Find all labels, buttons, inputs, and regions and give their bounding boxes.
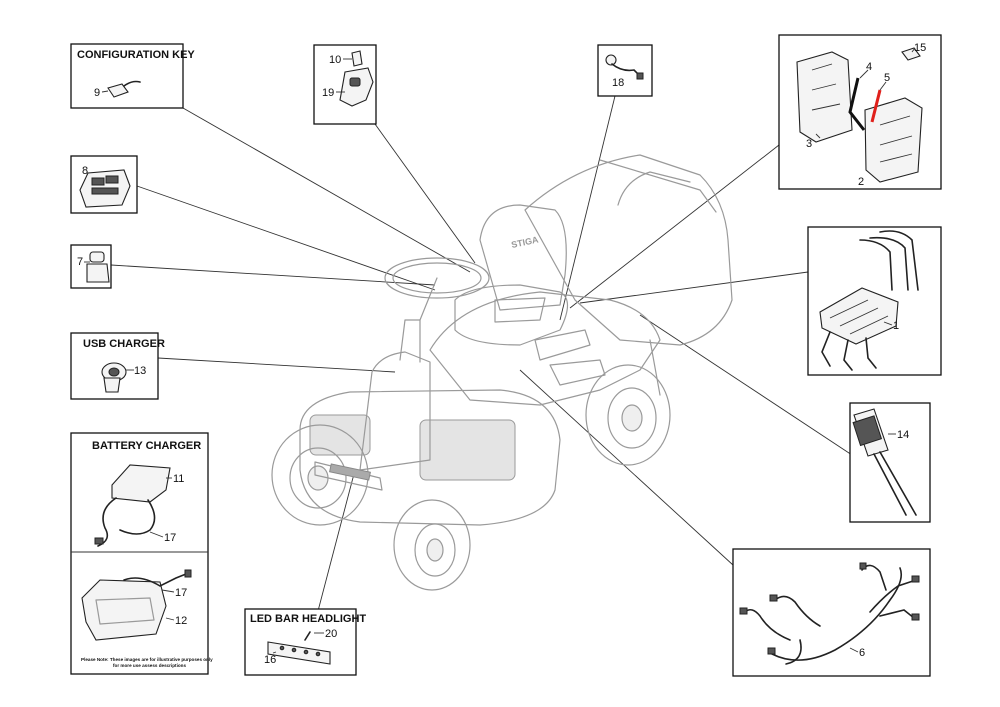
- callout-18: 18: [612, 77, 624, 89]
- illustrative-note-line1: Please Note: These images are for illust…: [81, 657, 213, 662]
- callout-11: 11: [173, 473, 184, 485]
- callout-3: 3: [806, 138, 812, 150]
- part-18-connector: [605, 54, 617, 66]
- box-controller: 1: [807, 226, 942, 376]
- battery-3-part: [796, 51, 853, 143]
- box-usb-charger: USB CHARGER 13: [70, 332, 165, 400]
- usb-charger-title: USB CHARGER: [83, 338, 165, 350]
- led-bar-headlight-title: LED BAR HEADLIGHT: [250, 613, 366, 625]
- part-7-body: [86, 263, 110, 283]
- callout-9: 9: [94, 87, 100, 99]
- box-led-bar-headlight: LED BAR HEADLIGHT 20 16: [244, 608, 366, 676]
- ignition-switch-part: [339, 67, 374, 107]
- battery-cable-4: [848, 77, 866, 131]
- battery-clip-15: [901, 47, 921, 61]
- box-batteries: 15 4 5 3 2: [778, 34, 942, 190]
- box-battery-charger: BATTERY CHARGER 11 17 17 12 Please Note:…: [70, 432, 213, 675]
- wiring-harness-main: [771, 567, 903, 661]
- configuration-key-part: [107, 83, 129, 98]
- callout-6: 6: [859, 647, 865, 659]
- callout-7: 7: [77, 256, 83, 268]
- callout-5: 5: [884, 72, 890, 84]
- callout-17-top: 17: [164, 532, 176, 544]
- motor-controller-part: [819, 287, 899, 345]
- callout-13: 13: [134, 365, 146, 377]
- ride-on-mower-illustration: STIGA: [271, 154, 733, 591]
- illustrative-note-line2: for more use assess descriptions: [113, 663, 186, 668]
- configuration-key-title: CONFIGURATION KEY: [77, 49, 195, 61]
- box-part-7: 7: [70, 244, 112, 289]
- callout-8: 8: [82, 165, 88, 177]
- box-part-8: 8: [70, 155, 138, 214]
- box-configuration-key: CONFIGURATION KEY 9: [70, 43, 195, 109]
- callout-19: 19: [322, 87, 334, 99]
- battery-charger-part: [111, 464, 171, 503]
- battery-charger-title: BATTERY CHARGER: [92, 440, 201, 452]
- box-key-module: 10 19: [313, 44, 377, 125]
- callout-20: 20: [325, 628, 337, 640]
- battery-cable-5: [870, 89, 882, 123]
- brand-logo: STIGA: [510, 234, 539, 250]
- charging-cradle-part: [81, 579, 167, 641]
- callout-2: 2: [858, 176, 864, 188]
- callout-17-bottom: 17: [175, 587, 187, 599]
- battery-2-part: [864, 97, 923, 183]
- box-part-14: 14: [849, 402, 931, 523]
- box-part-18: 18: [597, 44, 653, 97]
- callout-15: 15: [914, 42, 926, 54]
- callout-10: 10: [329, 54, 341, 66]
- callout-12: 12: [175, 615, 187, 627]
- callout-16: 16: [264, 654, 276, 666]
- part-7-top: [89, 251, 105, 263]
- callout-14: 14: [897, 429, 909, 441]
- callout-1: 1: [893, 320, 899, 332]
- leader-lines: [110, 95, 853, 612]
- box-harness: 6: [732, 548, 931, 677]
- callout-4: 4: [866, 61, 872, 73]
- ignition-key-part: [351, 50, 363, 67]
